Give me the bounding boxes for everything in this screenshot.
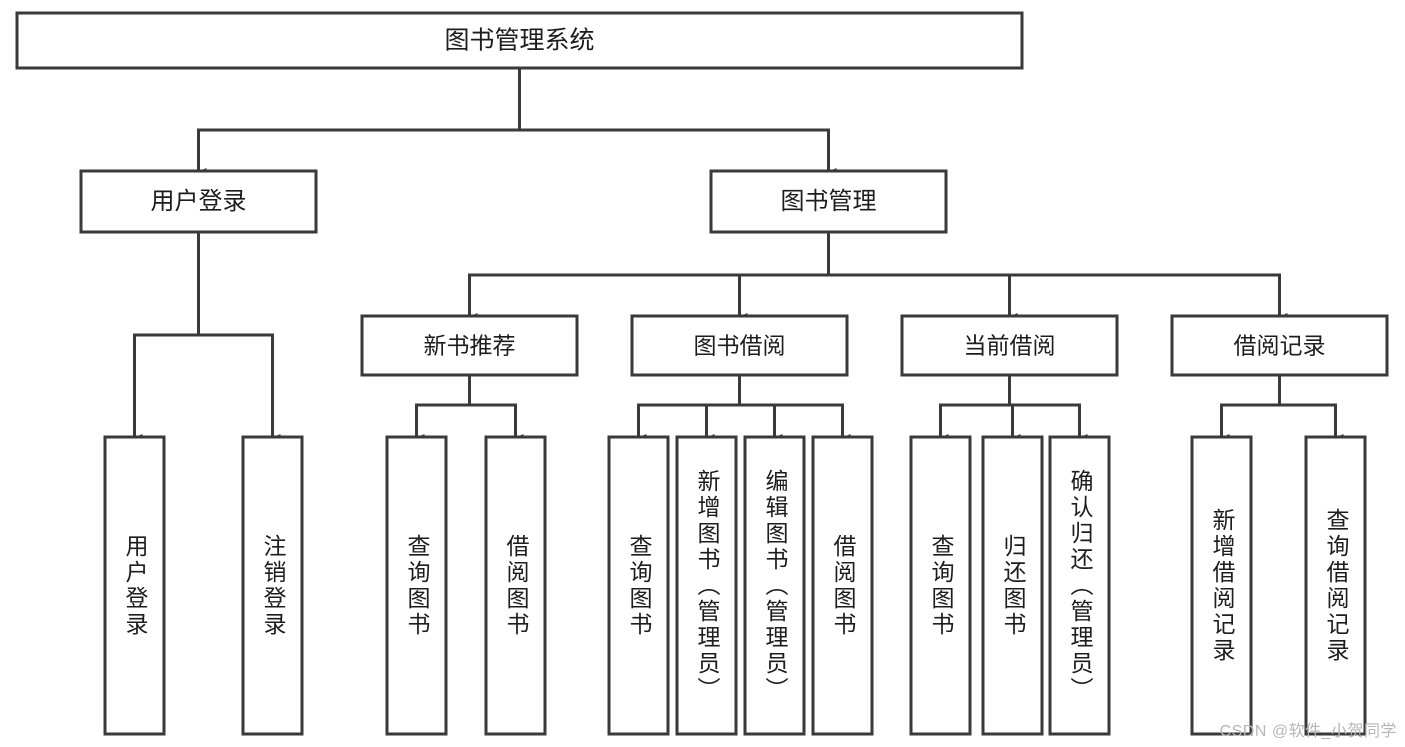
node-level3-1[interactable] (630, 314, 849, 377)
node-leaf-9[interactable] (981, 435, 1044, 736)
node-leaf-4[interactable] (607, 435, 670, 736)
node-leaf-12[interactable] (1304, 435, 1367, 736)
node-leaf-3[interactable] (484, 435, 547, 736)
node-level3-3[interactable] (1170, 314, 1389, 377)
node-level3-0[interactable] (360, 314, 579, 377)
node-leaf-10[interactable] (1048, 435, 1111, 736)
node-root-label: 图书管理系统 (444, 27, 594, 55)
node-leaf-1[interactable] (241, 435, 304, 736)
node-leaf-6[interactable] (743, 435, 806, 736)
node-leaf-8[interactable] (909, 435, 972, 736)
node-leaf-0[interactable] (103, 435, 166, 736)
node-level3-label-3: 借阅记录 (1234, 333, 1326, 359)
node-leaf-5[interactable] (675, 435, 738, 736)
node-level2-1[interactable] (709, 169, 948, 234)
node-boxes (15, 11, 1389, 736)
node-leaf-7[interactable] (811, 435, 874, 736)
node-level3-label-2: 当前借阅 (964, 333, 1056, 359)
node-leaf-11[interactable] (1190, 435, 1253, 736)
node-level2-0[interactable] (79, 169, 318, 234)
node-level2-label-0: 用户登录 (151, 188, 247, 215)
node-root[interactable] (15, 11, 1024, 70)
connector-lines (126, 66, 1344, 448)
node-level3-label-1: 图书借阅 (694, 333, 786, 359)
node-level2-label-1: 图书管理 (781, 188, 877, 215)
node-level3-2[interactable] (900, 314, 1119, 377)
node-level3-label-0: 新书推荐 (424, 333, 516, 359)
node-leaf-2[interactable] (385, 435, 448, 736)
